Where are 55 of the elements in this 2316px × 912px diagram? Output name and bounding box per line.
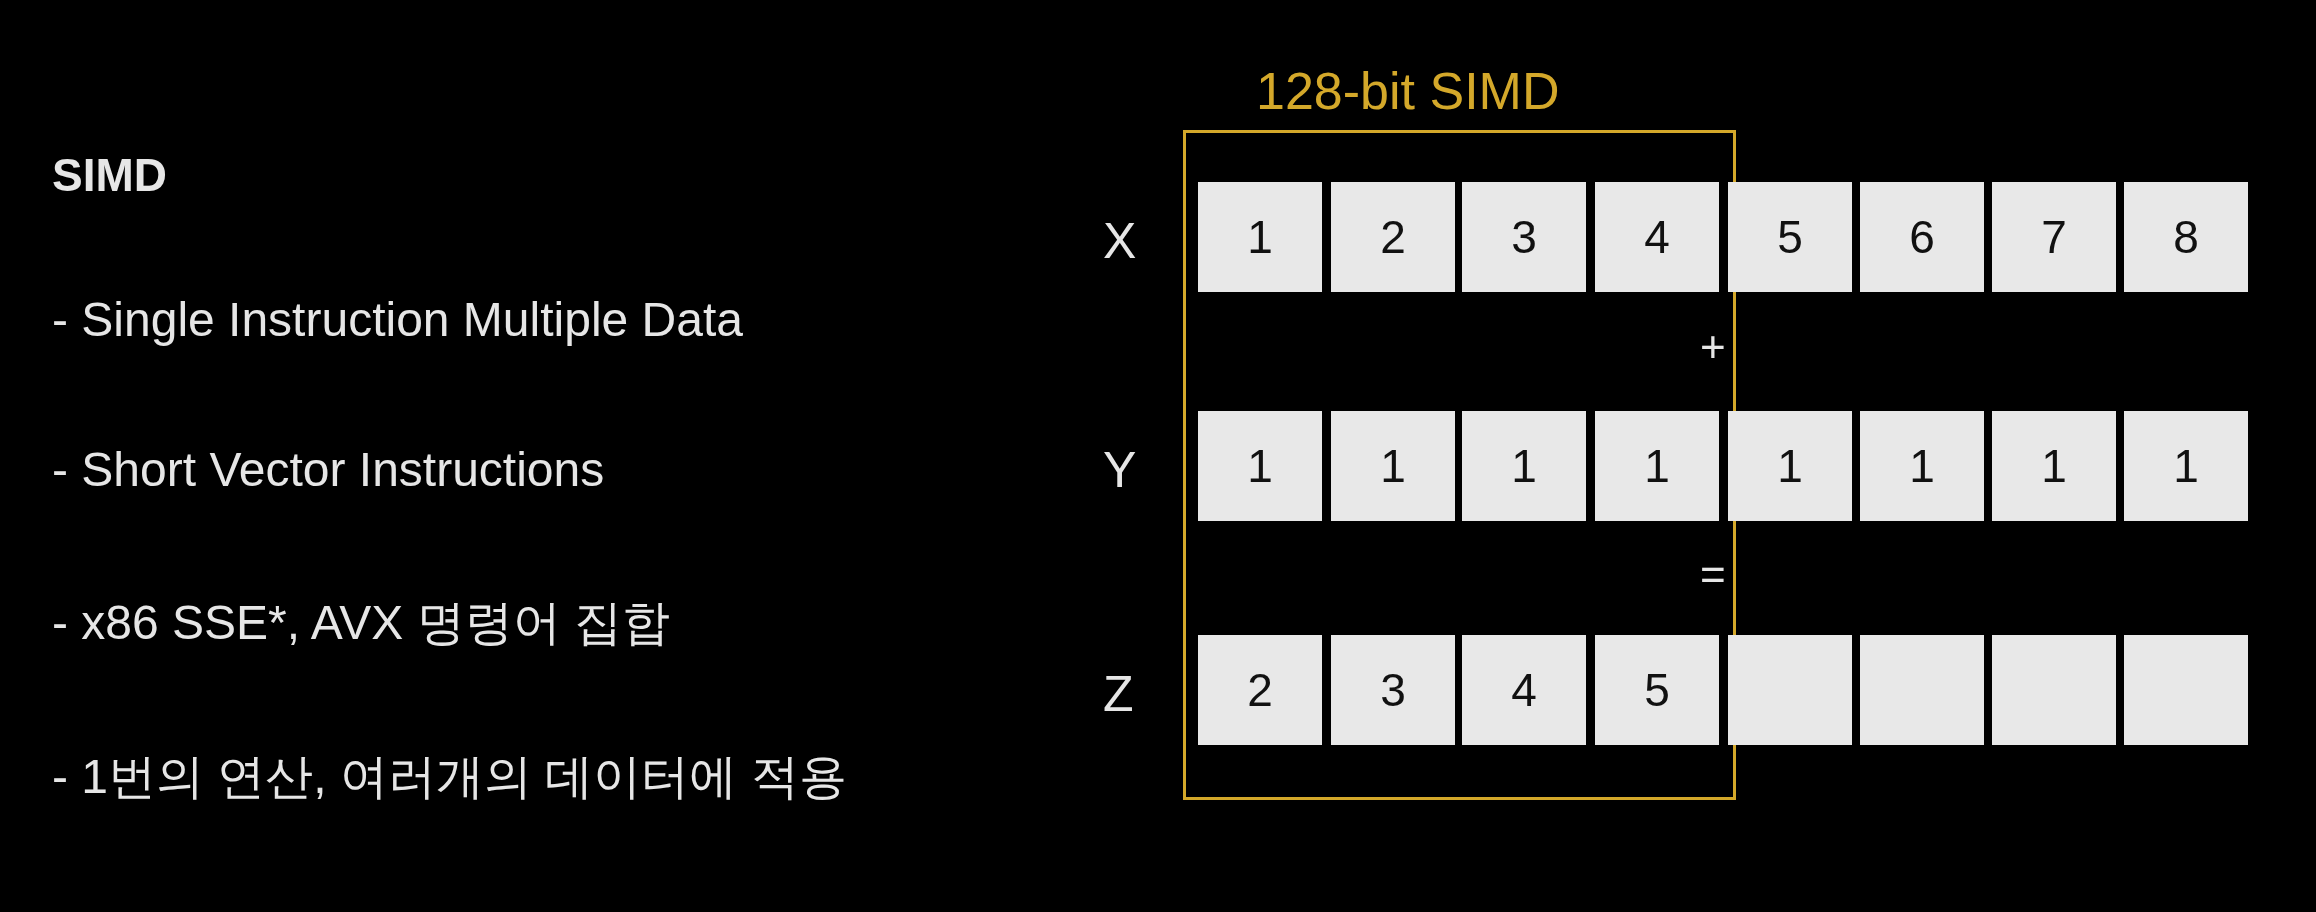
cell-value: 6 — [1909, 210, 1935, 264]
cell-value: 1 — [1380, 439, 1406, 493]
data-cell — [1331, 182, 1455, 292]
cell-value: 1 — [2041, 439, 2067, 493]
cell-value: 1 — [1247, 439, 1273, 493]
cell-value: 1 — [1644, 439, 1670, 493]
cell-value: 1 — [1247, 210, 1273, 264]
bullet-item: - x86 SSE*, AVX 명령어 집합 — [52, 595, 670, 651]
row-label: Y — [1103, 441, 1137, 499]
cell-value: 1 — [1511, 439, 1537, 493]
data-cell — [2124, 411, 2248, 521]
empty-data-cell — [1992, 635, 2116, 745]
cell-value: 5 — [1777, 210, 1803, 264]
cell-value: 2 — [1380, 210, 1406, 264]
data-cell — [1860, 182, 1984, 292]
cell-value: 3 — [1380, 663, 1406, 717]
data-cell — [1728, 411, 1852, 521]
bullet-item: - Single Instruction Multiple Data — [52, 292, 743, 347]
data-cell — [1595, 411, 1719, 521]
cell-value: 5 — [1644, 663, 1670, 717]
data-cell — [1992, 182, 2116, 292]
operator-sign: = — [1700, 550, 1726, 600]
empty-data-cell — [1728, 635, 1852, 745]
data-cell — [1331, 411, 1455, 521]
data-cell — [1462, 411, 1586, 521]
list-heading: SIMD — [52, 148, 167, 202]
data-cell — [1728, 182, 1852, 292]
frame-heading: 128-bit SIMD — [1256, 61, 1560, 121]
cell-value: 4 — [1511, 663, 1537, 717]
cell-value: 3 — [1511, 210, 1537, 264]
cell-value: 8 — [2173, 210, 2199, 264]
operator-sign: + — [1700, 322, 1726, 372]
empty-data-cell — [2124, 635, 2248, 745]
bullet-item: - Short Vector Instructions — [52, 442, 605, 497]
data-cell — [1198, 635, 1322, 745]
cell-value: 2 — [1247, 663, 1273, 717]
cell-value: 7 — [2041, 210, 2067, 264]
data-cell — [1992, 411, 2116, 521]
data-cell — [1331, 635, 1455, 745]
data-cell — [2124, 182, 2248, 292]
empty-data-cell — [1860, 635, 1984, 745]
cell-value: 1 — [1777, 439, 1803, 493]
data-cell — [1860, 411, 1984, 521]
data-cell — [1462, 635, 1586, 745]
data-cell — [1595, 635, 1719, 745]
data-cell — [1462, 182, 1586, 292]
bullet-item: - 1번의 연산, 여러개의 데이터에 적용 — [52, 749, 847, 805]
row-label: X — [1103, 212, 1137, 270]
row-label: Z — [1103, 665, 1134, 723]
data-cell — [1595, 182, 1719, 292]
cell-value: 4 — [1644, 210, 1670, 264]
data-cell — [1198, 411, 1322, 521]
data-cell — [1198, 182, 1322, 292]
cell-value: 1 — [2173, 439, 2199, 493]
cell-value: 1 — [1909, 439, 1935, 493]
